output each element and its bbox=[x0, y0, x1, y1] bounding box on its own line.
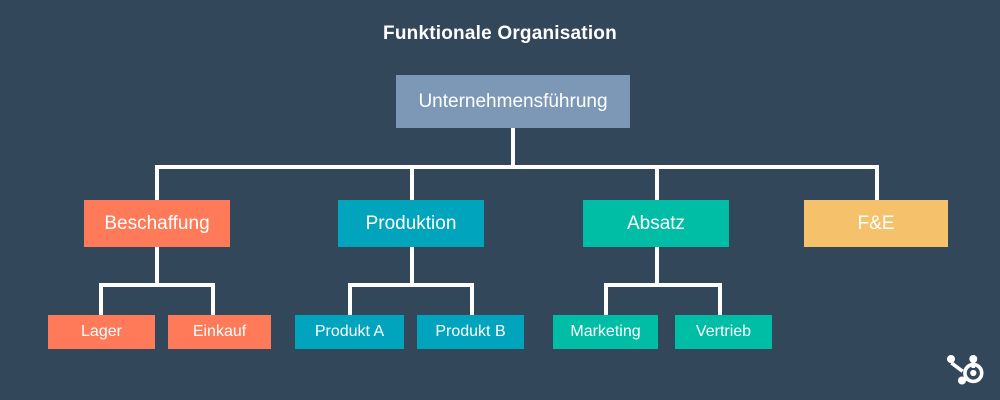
connector-absatz-bus bbox=[604, 283, 722, 287]
node-label: F&E bbox=[857, 212, 895, 234]
node-beschaffung[interactable]: Beschaffung bbox=[84, 200, 230, 247]
connector-produktion-stem bbox=[410, 247, 414, 285]
connector-drop-fue bbox=[875, 165, 879, 200]
node-label: Unternehmensführung bbox=[418, 90, 608, 112]
connector-drop-einkauf bbox=[211, 283, 215, 315]
node-einkauf[interactable]: Einkauf bbox=[168, 315, 271, 349]
connector-drop-beschaffung bbox=[155, 165, 159, 200]
page-title: Funktionale Organisation bbox=[383, 23, 617, 44]
connector-produktion-bus bbox=[348, 283, 474, 287]
node-label: Einkauf bbox=[192, 322, 247, 340]
hubspot-sprocket-logo bbox=[942, 350, 986, 390]
node-label: Produkt A bbox=[314, 322, 385, 340]
connector-drop-produktion bbox=[410, 165, 414, 200]
connector-absatz-stem bbox=[655, 247, 659, 285]
node-label: Vertrieb bbox=[695, 322, 752, 340]
node-label: Produkt B bbox=[435, 322, 506, 340]
node-vertrieb[interactable]: Vertrieb bbox=[675, 315, 772, 349]
node-label: Lager bbox=[81, 322, 122, 340]
connector-drop-produkt-a bbox=[348, 283, 352, 315]
connector-drop-vertrieb bbox=[718, 283, 722, 315]
connector-drop-lager bbox=[99, 283, 103, 315]
node-produkt-a[interactable]: Produkt A bbox=[295, 315, 404, 349]
node-label: Beschaffung bbox=[104, 212, 210, 234]
node-marketing[interactable]: Marketing bbox=[553, 315, 658, 349]
node-produktion[interactable]: Produktion bbox=[338, 200, 484, 247]
node-fue[interactable]: F&E bbox=[804, 200, 948, 247]
node-lager[interactable]: Lager bbox=[48, 315, 155, 349]
connector-drop-absatz bbox=[655, 165, 659, 200]
node-absatz[interactable]: Absatz bbox=[583, 200, 729, 247]
connector-beschaffung-stem bbox=[155, 247, 159, 285]
connector-root-stem bbox=[511, 128, 515, 169]
node-label: Produktion bbox=[365, 212, 457, 234]
node-unternehmensfuehrung[interactable]: Unternehmensführung bbox=[396, 75, 630, 128]
connector-drop-marketing bbox=[604, 283, 608, 315]
node-label: Absatz bbox=[626, 212, 686, 234]
connector-drop-produkt-b bbox=[470, 283, 474, 315]
connector-level1-bus bbox=[155, 165, 879, 169]
node-label: Marketing bbox=[570, 322, 641, 340]
node-produkt-b[interactable]: Produkt B bbox=[417, 315, 524, 349]
connector-beschaffung-bus bbox=[99, 283, 215, 287]
